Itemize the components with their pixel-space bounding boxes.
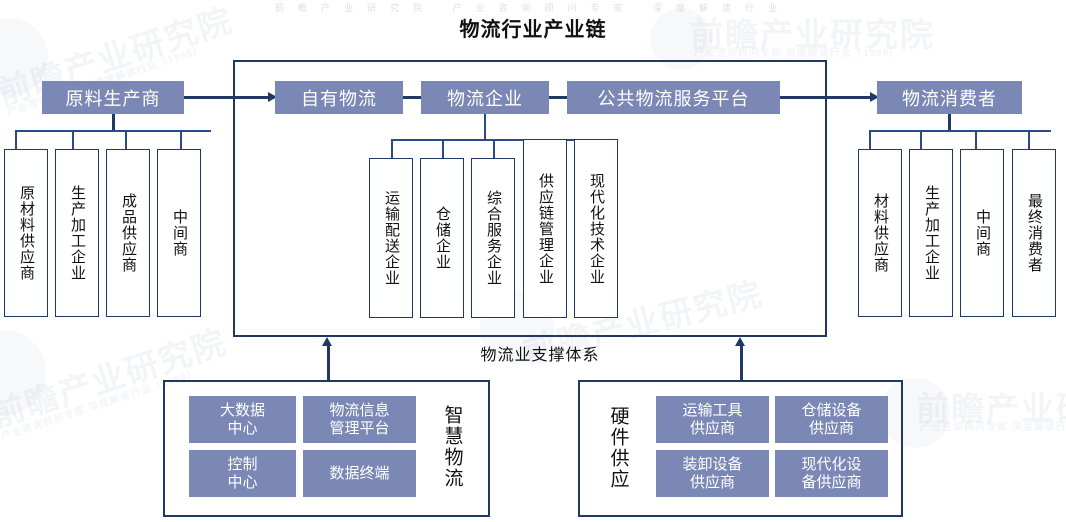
- midstream-item-label: 运输配送企业: [382, 190, 400, 286]
- flow-arrow-head-icon: [870, 92, 879, 102]
- upstream-item[interactable]: 原材料供应商: [4, 149, 48, 317]
- connector: [1028, 130, 1030, 150]
- support-left-label: 智慧物流: [430, 392, 472, 502]
- support-right-panel: [578, 380, 903, 517]
- support-left-label-text: 智慧物流: [441, 405, 463, 489]
- support-arrow-head-icon: [322, 337, 332, 346]
- connector: [403, 96, 421, 99]
- midstream-item[interactable]: 运输配送企业: [369, 158, 413, 318]
- support-right-chip[interactable]: 运输工具供应商: [656, 396, 769, 443]
- connector: [125, 130, 127, 150]
- downstream-item[interactable]: 材料供应商: [858, 149, 902, 317]
- support-left-chip[interactable]: 大数据中心: [189, 396, 296, 443]
- midstream-frame: [233, 60, 827, 337]
- midstream-item-label: 综合服务企业: [484, 190, 502, 286]
- connector: [869, 130, 1051, 132]
- upstream-item-label: 原材料供应商: [17, 185, 35, 281]
- upstream-item[interactable]: 成品供应商: [106, 149, 150, 317]
- upstream-item-label: 中间商: [170, 209, 188, 257]
- connector: [948, 114, 951, 131]
- watermark-tagline: 产业咨询顾问专家 深度解读行业（1998）: [920, 422, 1066, 433]
- upstream-item[interactable]: 中间商: [157, 149, 201, 317]
- midstream-item-label: 现代化技术企业: [587, 172, 605, 285]
- support-arrow-head-icon: [735, 337, 745, 346]
- downstream-item-label: 生产加工企业: [922, 185, 940, 281]
- connector: [484, 114, 486, 140]
- connector: [15, 130, 17, 150]
- support-arrow-line: [740, 345, 743, 380]
- support-right-label: 硬件供应: [596, 392, 638, 504]
- flow-arrow-head-icon: [268, 92, 277, 102]
- upstream-header[interactable]: 原料生产商: [42, 81, 184, 114]
- support-left-chip[interactable]: 控制中心: [189, 450, 296, 497]
- connector: [112, 114, 115, 131]
- connector: [72, 130, 74, 150]
- support-left-chip[interactable]: 物流信息管理平台: [303, 396, 416, 443]
- connector: [442, 139, 444, 159]
- connector: [493, 139, 495, 159]
- downstream-item-label: 材料供应商: [871, 193, 889, 273]
- watermark-circle: [0, 330, 46, 416]
- connector: [180, 130, 182, 150]
- upstream-item[interactable]: 生产加工企业: [55, 149, 99, 317]
- support-right-chip[interactable]: 装卸设备供应商: [656, 450, 769, 497]
- midstream-item-label: 供应链管理企业: [536, 172, 554, 285]
- connector: [549, 96, 567, 99]
- midstream-header-own-logistics[interactable]: 自有物流: [275, 81, 403, 114]
- support-right-chip[interactable]: 现代化设备供应商: [775, 450, 888, 497]
- downstream-item[interactable]: 中间商: [960, 149, 1004, 317]
- midstream-item[interactable]: 仓储企业: [420, 158, 464, 318]
- page-title: 物流行业产业链: [459, 19, 607, 41]
- downstream-item-label: 中间商: [973, 209, 991, 257]
- connector: [391, 139, 393, 159]
- watermark-tagline: 产业咨询顾问专家 深度解读行业（1998）: [694, 48, 901, 59]
- downstream-item[interactable]: 最终消费者: [1012, 149, 1056, 317]
- connector: [975, 130, 977, 150]
- support-right-chip[interactable]: 仓储设备供应商: [775, 396, 888, 443]
- support-arrow-line: [327, 345, 330, 380]
- downstream-item[interactable]: 生产加工企业: [909, 149, 953, 317]
- midstream-item[interactable]: 供应链管理企业: [523, 139, 567, 318]
- flow-arrow-line: [780, 96, 876, 99]
- support-left-panel: [163, 380, 490, 517]
- connector: [869, 130, 871, 150]
- flow-arrow-line: [184, 96, 274, 99]
- midstream-item[interactable]: 综合服务企业: [471, 158, 515, 318]
- support-system-caption: 物流业支撑体系: [480, 347, 600, 364]
- upstream-item-label: 成品供应商: [119, 193, 137, 273]
- downstream-item-label: 最终消费者: [1025, 193, 1043, 273]
- midstream-header-public-platform[interactable]: 公共物流服务平台: [567, 81, 780, 114]
- support-right-label-text: 硬件供应: [607, 406, 629, 490]
- support-left-chip[interactable]: 数据终端: [303, 450, 416, 497]
- midstream-header-logistics-enterprise[interactable]: 物流企业: [421, 81, 549, 114]
- connector: [15, 130, 211, 132]
- connector: [920, 130, 922, 150]
- midstream-item[interactable]: 现代化技术企业: [574, 139, 618, 318]
- midstream-item-label: 仓储企业: [433, 206, 451, 270]
- watermark-brand: 前瞻产业研究院: [916, 390, 1066, 427]
- downstream-header[interactable]: 物流消费者: [877, 81, 1022, 114]
- upstream-item-label: 生产加工企业: [68, 185, 86, 281]
